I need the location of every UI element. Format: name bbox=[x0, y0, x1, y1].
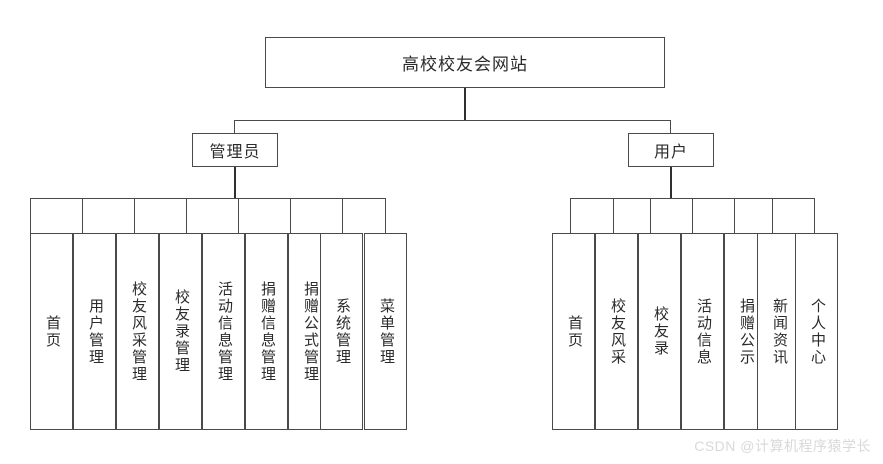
node-leaf-admin-8-label: 系统管理 bbox=[334, 297, 351, 366]
connector-admin-drop-7 bbox=[342, 198, 343, 233]
node-leaf-user-1-label: 首页 bbox=[566, 314, 583, 349]
connector-user-drop-5 bbox=[734, 198, 735, 233]
node-leaf-admin-5[interactable]: 活动信息管理 bbox=[202, 233, 245, 430]
connector-drop-user bbox=[670, 120, 671, 133]
connector-user-stem bbox=[670, 166, 672, 198]
node-leaf-admin-6[interactable]: 捐赠信息管理 bbox=[245, 233, 288, 430]
node-leaf-user-6-label: 新闻资讯 bbox=[771, 297, 788, 366]
node-leaf-user-2-label: 校友风采 bbox=[609, 297, 626, 366]
node-leaf-admin-4-label: 校友录管理 bbox=[173, 289, 190, 374]
node-leaf-user-4-label: 活动信息 bbox=[695, 297, 712, 366]
connector-admin-drop-4 bbox=[186, 198, 187, 233]
node-root[interactable]: 高校校友会网站 bbox=[265, 37, 665, 88]
node-leaf-admin-1[interactable]: 首页 bbox=[30, 233, 73, 430]
connector-user-drop-6 bbox=[772, 198, 773, 233]
connector-root-stem bbox=[464, 88, 466, 120]
node-leaf-admin-7-label: 捐赠公式管理 bbox=[302, 280, 319, 383]
node-leaf-admin-8[interactable]: 系统管理 bbox=[320, 233, 363, 430]
connector-admin-drop-2 bbox=[82, 198, 83, 233]
node-leaf-admin-9[interactable]: 菜单管理 bbox=[364, 233, 407, 430]
node-leaf-admin-3[interactable]: 校友风采管理 bbox=[116, 233, 159, 430]
connector-user-drop-7 bbox=[814, 198, 815, 233]
connector-admin-stem bbox=[234, 166, 236, 198]
node-root-label: 高校校友会网站 bbox=[402, 55, 528, 74]
watermark-text: CSDN @计算机程序猿学长 bbox=[694, 438, 871, 454]
node-leaf-admin-9-label: 菜单管理 bbox=[378, 297, 395, 366]
node-leaf-user-6[interactable]: 新闻资讯 bbox=[757, 233, 800, 430]
node-leaf-admin-1-label: 首页 bbox=[44, 314, 61, 349]
node-leaf-admin-4[interactable]: 校友录管理 bbox=[159, 233, 202, 430]
connector-level1-bus bbox=[234, 120, 671, 121]
node-leaf-admin-5-label: 活动信息管理 bbox=[216, 280, 233, 383]
node-leaf-user-7[interactable]: 个人中心 bbox=[795, 233, 838, 430]
node-leaf-user-3[interactable]: 校友录 bbox=[638, 233, 681, 430]
connector-drop-admin bbox=[234, 120, 235, 133]
node-leaf-user-1[interactable]: 首页 bbox=[552, 233, 595, 430]
connector-user-drop-3 bbox=[650, 198, 651, 233]
node-leaf-admin-3-label: 校友风采管理 bbox=[130, 280, 147, 383]
node-leaf-admin-6-label: 捐赠信息管理 bbox=[259, 280, 276, 383]
node-leaf-admin-2-label: 用户管理 bbox=[87, 297, 104, 366]
node-leaf-user-2[interactable]: 校友风采 bbox=[595, 233, 638, 430]
connector-user-drop-2 bbox=[613, 198, 614, 233]
node-branch-user[interactable]: 用户 bbox=[628, 133, 714, 167]
node-leaf-user-3-label: 校友录 bbox=[652, 306, 669, 357]
node-leaf-user-5-label: 捐赠公示 bbox=[738, 297, 755, 366]
node-branch-admin[interactable]: 管理员 bbox=[192, 133, 278, 167]
connector-admin-bus bbox=[30, 198, 385, 199]
node-leaf-admin-2[interactable]: 用户管理 bbox=[73, 233, 116, 430]
connector-admin-drop-3 bbox=[134, 198, 135, 233]
connector-user-drop-4 bbox=[692, 198, 693, 233]
connector-admin-drop-6 bbox=[290, 198, 291, 233]
node-branch-admin-label: 管理员 bbox=[209, 144, 261, 161]
node-branch-user-label: 用户 bbox=[653, 144, 688, 161]
node-leaf-user-7-label: 个人中心 bbox=[809, 297, 826, 366]
connector-admin-drop-8 bbox=[385, 198, 386, 233]
connector-admin-drop-1 bbox=[30, 198, 31, 233]
connector-user-drop-1 bbox=[570, 198, 571, 233]
node-leaf-user-4[interactable]: 活动信息 bbox=[681, 233, 724, 430]
connector-admin-drop-5 bbox=[238, 198, 239, 233]
